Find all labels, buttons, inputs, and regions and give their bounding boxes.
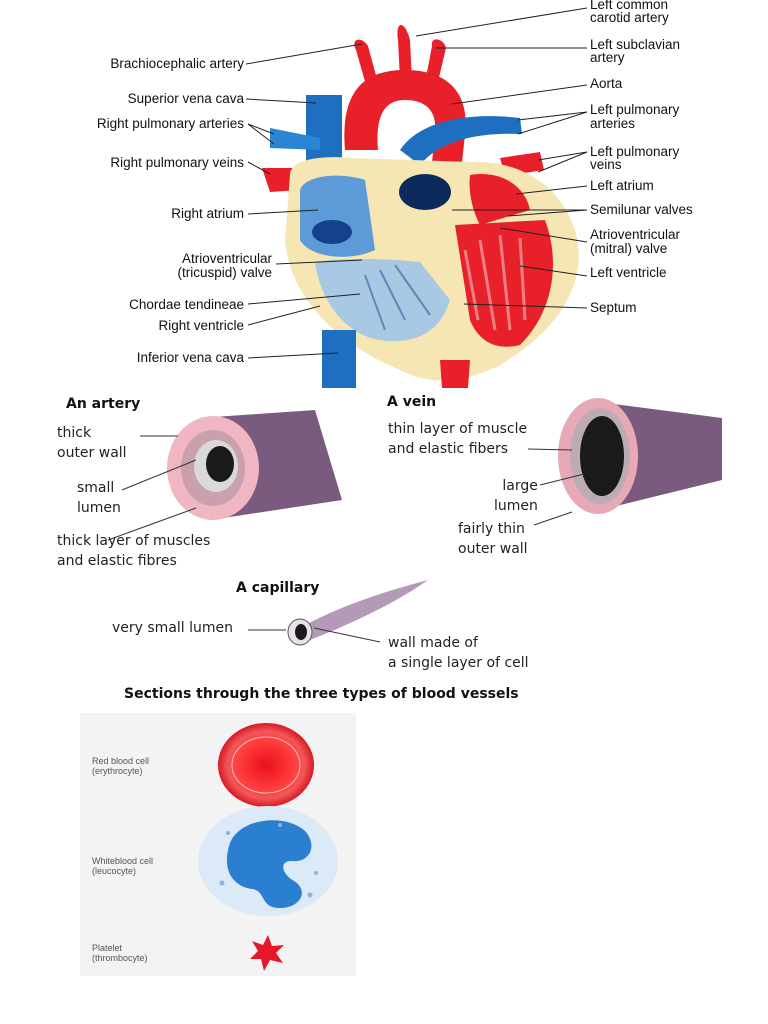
pulmonary-trunk-shape	[400, 116, 522, 165]
label-right-ventricle: Right ventricle	[158, 318, 244, 333]
label-semilunar-valves: Semilunar valves	[590, 202, 693, 217]
vein-title: A vein	[387, 394, 437, 410]
right-atrium-shape	[300, 175, 375, 257]
label-left-subclavian-line1: Left subclavian	[590, 37, 681, 52]
left-common-carotid-artery	[397, 25, 412, 80]
label-left-common-carotid-line1: Left common	[590, 0, 669, 12]
blood-cells-diagram: Red blood cell (erythrocyte) Whiteblood …	[80, 713, 356, 976]
rbc-label: Red blood cell (erythrocyte)	[92, 756, 150, 776]
blood-cells-illustration	[198, 723, 338, 971]
heart-illustration	[46, 0, 722, 388]
label-left-pulmonary-arteries-line1: Left pulmonary	[590, 102, 680, 117]
wbc-label: Whiteblood cell (leucocyte)	[92, 856, 154, 876]
label-left-pulmonary-veins-line2: veins	[590, 157, 622, 172]
label-right-pulmonary-veins: Right pulmonary veins	[110, 155, 244, 170]
white-blood-cell-nucleus	[226, 820, 312, 909]
pulmonary-valve-shape	[399, 174, 451, 210]
label-left-pulmonary-veins-line1: Left pulmonary	[590, 144, 680, 159]
artery-lumen-label: small lumen	[77, 480, 121, 516]
label-mitral-valve-line2: (mitral) valve	[590, 241, 668, 256]
capillary-shape	[296, 580, 428, 640]
left-atrium-shape	[469, 174, 530, 225]
label-right-pulmonary-arteries: Right pulmonary arteries	[96, 116, 244, 131]
vein-outer-wall-label: fairly thin outer wall	[458, 521, 528, 557]
label-left-pulmonary-arteries-line2: arteries	[590, 116, 636, 131]
vessel-leader-lines	[107, 435, 585, 643]
label-mitral-valve-line1: Atrioventricular	[590, 227, 681, 242]
heart-leader-lines	[245, 7, 588, 359]
vessels-illustration	[107, 398, 722, 646]
platelet-shape	[250, 935, 284, 971]
vessels-caption: Sections through the three types of bloo…	[124, 686, 519, 702]
label-superior-vena-cava: Superior vena cava	[127, 91, 244, 106]
capillary-lumen-shape	[295, 624, 307, 640]
aorta-shape	[344, 70, 466, 180]
red-blood-cell-shape	[218, 723, 314, 807]
right-ventricle-shape	[315, 259, 450, 342]
label-left-atrium: Left atrium	[590, 178, 654, 193]
artery-muscle-label: thick layer of muscles and elastic fibre…	[57, 533, 211, 569]
artery-lumen-shape	[206, 446, 234, 482]
right-pulmonary-artery-shape	[270, 128, 320, 150]
label-tricuspid-valve-line2: (tricuspid) valve	[177, 265, 272, 280]
artery-title: An artery	[66, 396, 141, 412]
inferior-vena-cava-shape	[322, 330, 356, 388]
label-left-subclavian-line2: artery	[590, 50, 625, 65]
label-left-ventricle: Left ventricle	[590, 265, 667, 280]
label-chordae-tendineae: Chordae tendineae	[129, 297, 244, 312]
label-right-atrium: Right atrium	[171, 206, 244, 221]
capillary-lumen-label: very small lumen	[112, 620, 234, 636]
vein-muscle-label: thin layer of muscle and elastic fibers	[388, 421, 528, 457]
vein-lumen-label: large lumen	[494, 478, 538, 514]
capillary-wall-label: wall made of a single layer of cell	[388, 635, 529, 671]
label-left-common-carotid-line2: carotid artery	[590, 10, 669, 25]
label-aorta: Aorta	[590, 76, 623, 91]
artery-outer-wall-label: thick outer wall	[57, 425, 127, 461]
heart-diagram: Brachiocephalic artery Superior vena cav…	[0, 0, 768, 390]
vein-lumen-shape	[580, 416, 624, 496]
label-inferior-vena-cava: Inferior vena cava	[136, 350, 244, 365]
label-septum: Septum	[590, 300, 637, 315]
label-tricuspid-valve-line1: Atrioventricular	[181, 251, 272, 266]
platelet-label: Platelet (thrombocyte)	[92, 943, 148, 963]
blood-vessels-diagram: An artery thick outer wall small lumen t…	[0, 390, 768, 710]
capillary-title: A capillary	[236, 580, 320, 596]
label-brachiocephalic-artery: Brachiocephalic artery	[110, 56, 244, 71]
